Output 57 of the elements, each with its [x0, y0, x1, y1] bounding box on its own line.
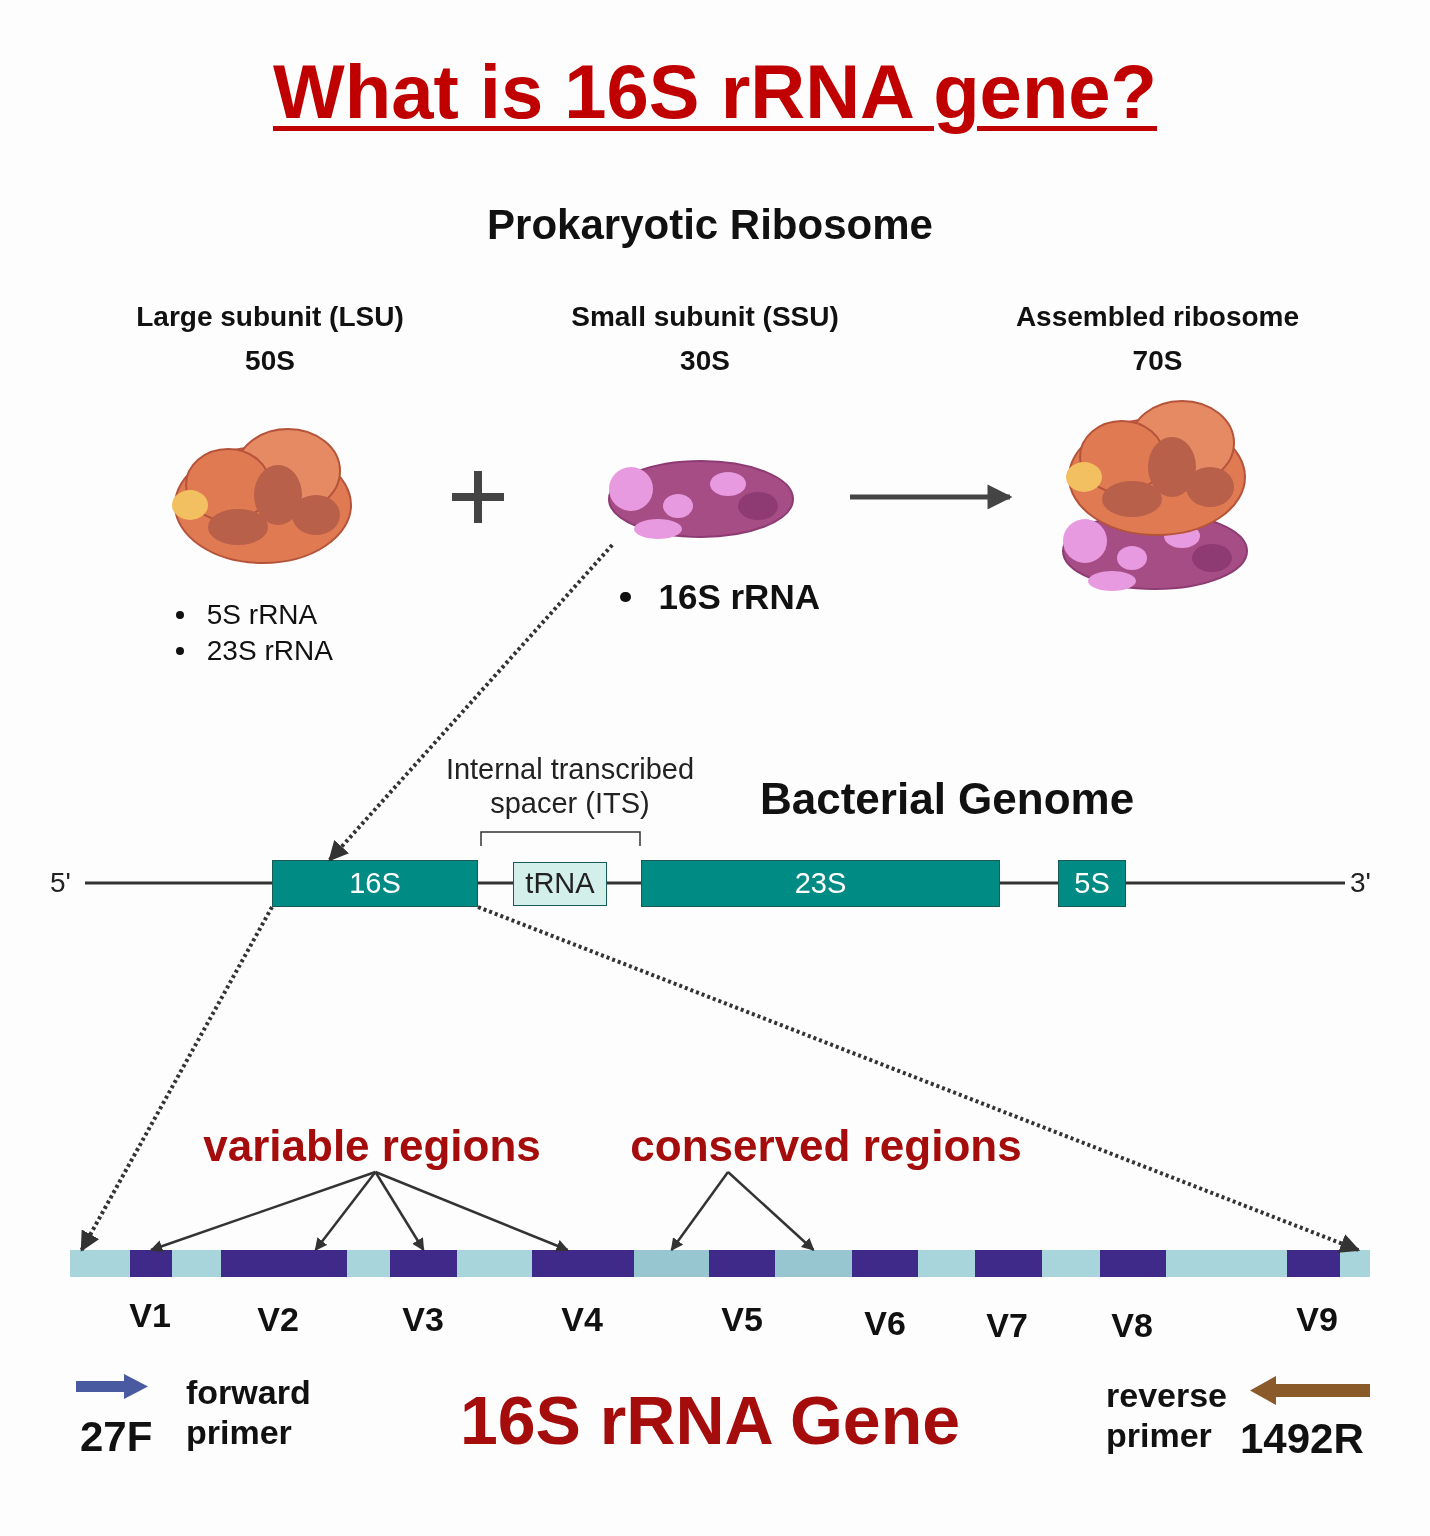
region-name: V9: [1295, 1300, 1339, 1339]
primer-label: forward primer: [186, 1372, 312, 1453]
subunit-heading: Large subunit (LSU): [135, 301, 405, 333]
sedimentation-value: 30S: [679, 345, 731, 377]
variable-region-segment: [975, 1250, 1042, 1277]
variable-region-segment: [1287, 1250, 1340, 1277]
list-item: 23S rRNA: [206, 634, 333, 668]
gene-box: 5S: [1058, 860, 1126, 907]
sedimentation-value: 50S: [244, 345, 296, 377]
section-heading: 16S rRNA Gene: [458, 1381, 962, 1460]
dotted-arrow: [79, 906, 274, 1252]
subunit-heading: Small subunit (SSU): [570, 301, 840, 333]
gene-box: 16S: [272, 860, 478, 907]
gene-bar: [70, 1250, 1370, 1277]
conserved-region-segment: [634, 1250, 709, 1277]
region-label: variable regions: [200, 1120, 544, 1172]
region-label: conserved regions: [630, 1120, 1022, 1172]
list-item: 5S rRNA: [206, 598, 318, 632]
region-name: V1: [128, 1296, 172, 1335]
arrow: [314, 1171, 377, 1251]
arrow: [374, 1170, 569, 1252]
list-item: 16S rRNA: [658, 576, 820, 618]
primer-name: 1492R: [1240, 1414, 1365, 1464]
arrow: [670, 1171, 729, 1251]
arrow: [149, 1170, 376, 1253]
region-name: V5: [720, 1300, 764, 1339]
strand-end-label: 5': [50, 866, 72, 900]
variable-region-segment: [852, 1250, 918, 1277]
variable-region-segment: [130, 1250, 172, 1277]
variable-region-segment: [532, 1250, 634, 1277]
primer-name: 27F: [80, 1412, 154, 1462]
section-heading: Bacterial Genome: [760, 773, 1136, 825]
strand-end-label: 3': [1350, 866, 1372, 900]
variable-region-segment: [1100, 1250, 1166, 1277]
gene-box: tRNA: [513, 862, 607, 906]
conserved-region-segment: [775, 1250, 852, 1277]
primer-label: reverse primer: [1106, 1375, 1228, 1456]
arrow: [850, 484, 1013, 510]
arrow: [727, 1171, 815, 1251]
section-heading: Prokaryotic Ribosome: [486, 200, 934, 250]
dotted-arrow: [477, 905, 1361, 1253]
region-name: V4: [560, 1300, 604, 1339]
variable-region-segment: [390, 1250, 457, 1277]
dotted-arrow: [328, 543, 614, 862]
variable-region-segment: [221, 1250, 347, 1277]
title: What is 16S rRNA gene?: [272, 48, 1158, 135]
annotation-text: Internal transcribed spacer (ITS): [444, 752, 696, 821]
region-name: V3: [401, 1300, 445, 1339]
arrow: [374, 1171, 425, 1252]
region-name: V8: [1110, 1306, 1154, 1345]
subunit-heading: Assembled ribosome: [1014, 301, 1301, 333]
variable-region-segment: [709, 1250, 775, 1277]
sedimentation-value: 70S: [1131, 345, 1184, 377]
region-name: V7: [985, 1306, 1029, 1345]
region-name: V2: [256, 1300, 300, 1339]
region-name: V6: [863, 1304, 907, 1343]
gene-box: 23S: [641, 860, 1000, 907]
